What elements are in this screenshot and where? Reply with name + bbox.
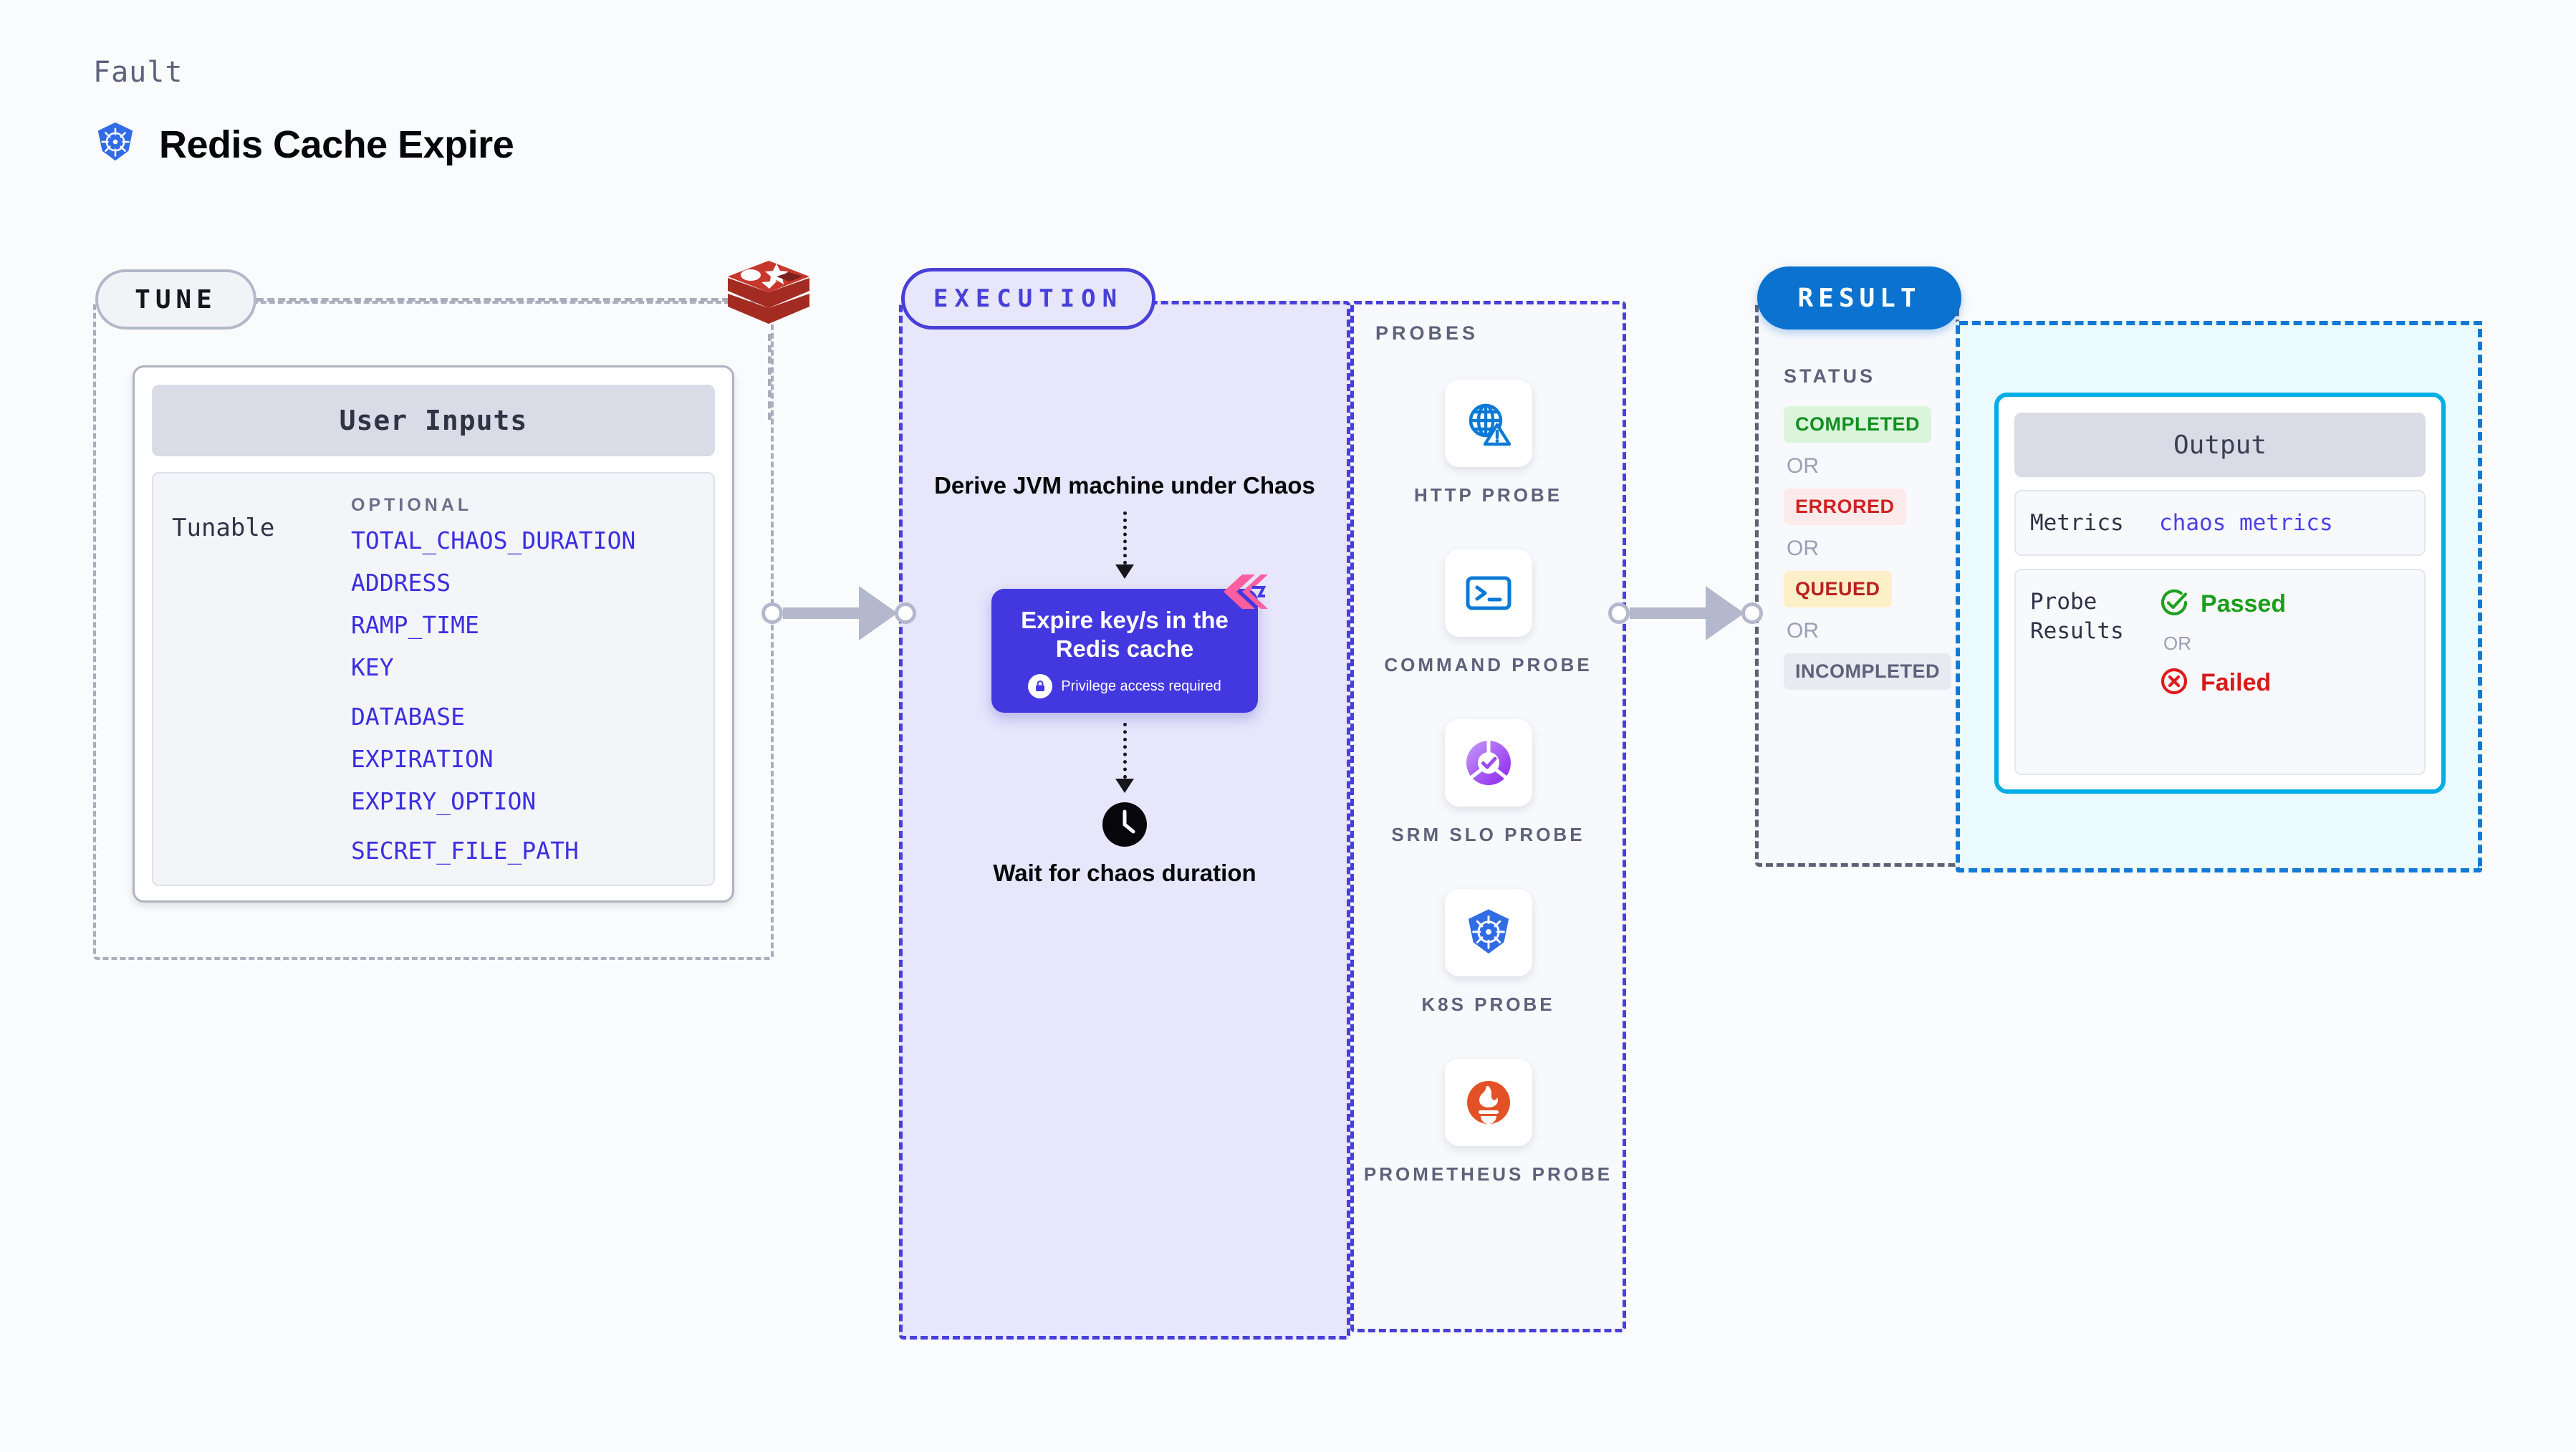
arrow-shaft [1630,607,1707,619]
status-badge: COMPLETED [1784,406,1932,443]
tune-pill: TUNE [95,269,256,330]
tunable-item[interactable]: ADDRESS [351,569,451,597]
step-derive-label: Derive JVM machine under Chaos [934,472,1315,499]
page-title: Redis Cache Expire [159,122,514,166]
globe-warning-icon [1444,380,1532,467]
probes-list: HTTP PROBE COMMAND PROBE [1350,380,1626,1229]
tunable-item[interactable]: EXPIRY_OPTION [351,787,537,815]
arrow-start-dot [761,602,783,624]
probes-title: PROBES [1375,322,1479,344]
page-kicker: Fault [93,56,183,89]
probe-label: COMMAND PROBE [1384,654,1592,676]
tune-connector-line [256,298,729,302]
output-card: Output Metrics chaos metrics Probe Resul… [1994,393,2446,794]
redis-connector-line [768,334,772,420]
status-list: STATUS COMPLETED OR ERRORED OR QUEUED OR… [1784,365,1952,690]
tunable-item[interactable]: KEY [351,653,394,681]
result-pill: RESULT [1757,266,1961,330]
flow-connector-arrow [1115,564,1134,580]
privilege-note: Privilege access required [1006,674,1244,699]
tunable-item[interactable]: EXPIRATION [351,745,494,773]
probe-result-failed: Failed [2159,666,2286,700]
arrow-execution-to-result [1608,586,1763,640]
or-label: OR [1787,454,1819,478]
clock-icon [1102,802,1148,847]
tunable-item[interactable]: SECRET_FILE_PATH [351,837,579,865]
optional-group-label: OPTIONAL [351,495,473,515]
output-header: Output [2014,413,2426,477]
privilege-note-text: Privilege access required [1061,678,1221,694]
fault-action-card[interactable]: Expire key/s in the Redis cache Privileg… [991,574,1268,713]
probe-label: SRM SLO PROBE [1391,824,1585,846]
step-wait-label: Wait for chaos duration [993,860,1256,887]
arrow-end-dot [895,602,916,624]
flow-connector [1123,723,1127,779]
flow-connector [1123,511,1127,565]
user-inputs-card: User Inputs Tunable OPTIONAL TOTAL_CHAOS… [133,365,734,903]
or-label: OR [2163,633,2191,655]
probe-item-srm-slo[interactable]: SRM SLO PROBE [1350,719,1626,847]
check-circle-icon [2159,587,2189,621]
or-label: OR [1787,537,1819,560]
arrow-tune-to-execution [761,586,916,640]
probe-label: HTTP PROBE [1413,484,1563,506]
arrow-head [859,586,898,640]
probe-item-prometheus[interactable]: PROMETHEUS PROBE [1350,1059,1626,1187]
passed-label: Passed [2201,590,2287,618]
lock-icon [1028,674,1053,699]
srm-slo-donut-icon [1444,719,1532,807]
probe-label: PROMETHEUS PROBE [1363,1163,1613,1186]
probe-label: K8S PROBE [1421,994,1555,1016]
metrics-key: Metrics [2030,510,2124,536]
metrics-value[interactable]: chaos metrics [2159,510,2333,536]
result-connector-line [1959,321,2482,325]
tune-section [93,301,774,960]
tunable-item[interactable]: RAMP_TIME [351,611,479,639]
prometheus-icon [1444,1059,1532,1147]
terminal-icon [1444,549,1532,638]
probe-results-values: Passed OR Failed [2159,587,2286,756]
execution-pill: EXECUTION [901,268,1155,330]
harness-logo-icon [1221,573,1269,613]
x-circle-icon [2159,666,2189,700]
execution-flow: Derive JVM machine under Chaos Expire ke… [899,344,1350,888]
probe-item-command[interactable]: COMMAND PROBE [1350,549,1626,678]
or-label: OR [1787,619,1819,643]
output-probe-results-row: Probe Results Passed OR [2014,569,2426,776]
arrow-head [1706,586,1744,640]
probe-item-http[interactable]: HTTP PROBE [1350,380,1626,508]
tunable-list: OPTIONAL TOTAL_CHAOS_DURATION ADDRESS RA… [351,495,695,866]
probes-section [1350,301,1626,1332]
redis-logo-icon [722,255,815,341]
kubernetes-icon [1444,889,1532,977]
probe-results-key: Probe Results [2030,589,2124,644]
user-inputs-header: User Inputs [152,385,715,456]
tunable-item[interactable]: TOTAL_CHAOS_DURATION [351,527,636,554]
flow-connector-arrow [1115,779,1134,794]
tunable-item[interactable]: DATABASE [351,703,465,731]
page-header: Redis Cache Expire [93,120,514,168]
status-header: STATUS [1784,365,1875,387]
failed-label: Failed [2201,669,2272,697]
kubernetes-icon [93,120,138,168]
user-inputs-body: Tunable OPTIONAL TOTAL_CHAOS_DURATION AD… [152,472,715,886]
probe-result-passed: Passed [2159,587,2286,621]
output-metrics-row: Metrics chaos metrics [2014,490,2426,557]
status-badge: QUEUED [1784,571,1892,607]
fault-action-title: Expire key/s in the Redis cache [1021,607,1229,662]
status-badge: INCOMPLETED [1784,653,1952,690]
tunable-row-label: Tunable [172,514,275,542]
arrow-shaft [783,607,860,619]
probe-item-k8s[interactable]: K8S PROBE [1350,889,1626,1017]
arrow-end-dot [1741,602,1763,624]
status-badge: ERRORED [1784,489,1906,525]
arrow-start-dot [1608,602,1630,624]
